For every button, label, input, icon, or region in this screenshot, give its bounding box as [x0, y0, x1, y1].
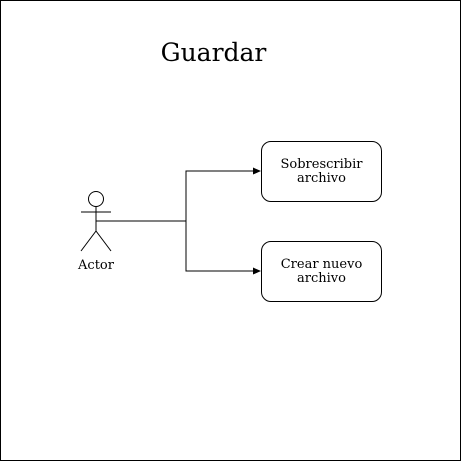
actor-right-leg	[95, 230, 112, 252]
actor-left-leg	[80, 230, 97, 252]
connector-actor-to-overwrite[interactable]	[96, 167, 261, 222]
actor-label: Actor	[78, 258, 114, 273]
use-case-create-label: Crear nuevo archivo	[280, 256, 363, 286]
connector-actor-to-create[interactable]	[185, 221, 261, 275]
diagram-title: Guardar	[160, 38, 267, 67]
actor-head	[88, 191, 104, 207]
use-case-overwrite-label: Sobrescribir archivo	[280, 156, 363, 186]
actor-figure[interactable]	[80, 191, 112, 252]
use-case-overwrite-file[interactable]: Sobrescribir archivo	[261, 141, 382, 202]
use-case-create-new-file[interactable]: Crear nuevo archivo	[261, 241, 382, 302]
